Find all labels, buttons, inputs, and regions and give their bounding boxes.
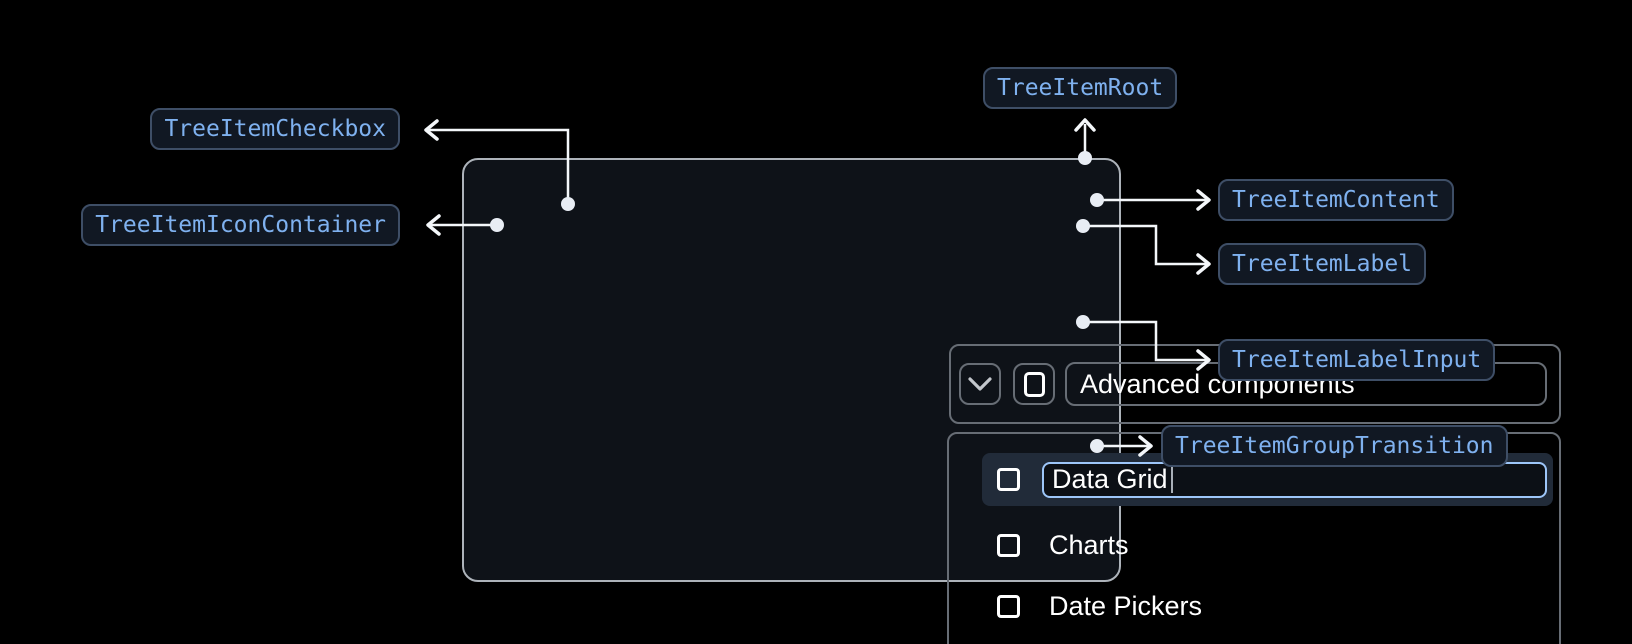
tree-item-row[interactable]: Charts	[997, 522, 1129, 568]
tree-item-label-input[interactable]: Data Grid	[1042, 461, 1547, 498]
checkbox-unchecked-icon[interactable]	[997, 468, 1020, 491]
annotation-tree-item-root: TreeItemRoot	[983, 67, 1178, 109]
annotation-tree-item-checkbox: TreeItemCheckbox	[150, 108, 400, 150]
tree-item-row[interactable]: Date Pickers	[997, 583, 1202, 629]
tree-item-row-label: Date Pickers	[1049, 590, 1203, 621]
annotation-tree-item-icon-container: TreeItemIconContainer	[81, 204, 400, 246]
label-input-value: Data Grid	[1052, 464, 1168, 494]
chevron-down-icon	[968, 377, 992, 391]
annotation-tree-item-group-transition: TreeItemGroupTransition	[1161, 425, 1508, 467]
tree-item-icon-container[interactable]	[959, 363, 1001, 405]
tree-item-checkbox[interactable]	[1013, 363, 1055, 405]
text-caret	[1170, 466, 1173, 493]
tree-item-root: Advanced components Data Grid Charts Dat…	[462, 158, 1561, 644]
tree-item-row-label: Charts	[1049, 529, 1129, 560]
checkbox-unchecked-icon[interactable]	[997, 594, 1020, 618]
checkbox-unchecked-icon	[1023, 371, 1045, 397]
annotation-tree-item-label-input: TreeItemLabelInput	[1218, 339, 1496, 381]
annotation-tree-item-content: TreeItemContent	[1218, 179, 1454, 221]
checkbox-unchecked-icon[interactable]	[997, 533, 1020, 557]
annotation-tree-item-label: TreeItemLabel	[1218, 243, 1427, 285]
